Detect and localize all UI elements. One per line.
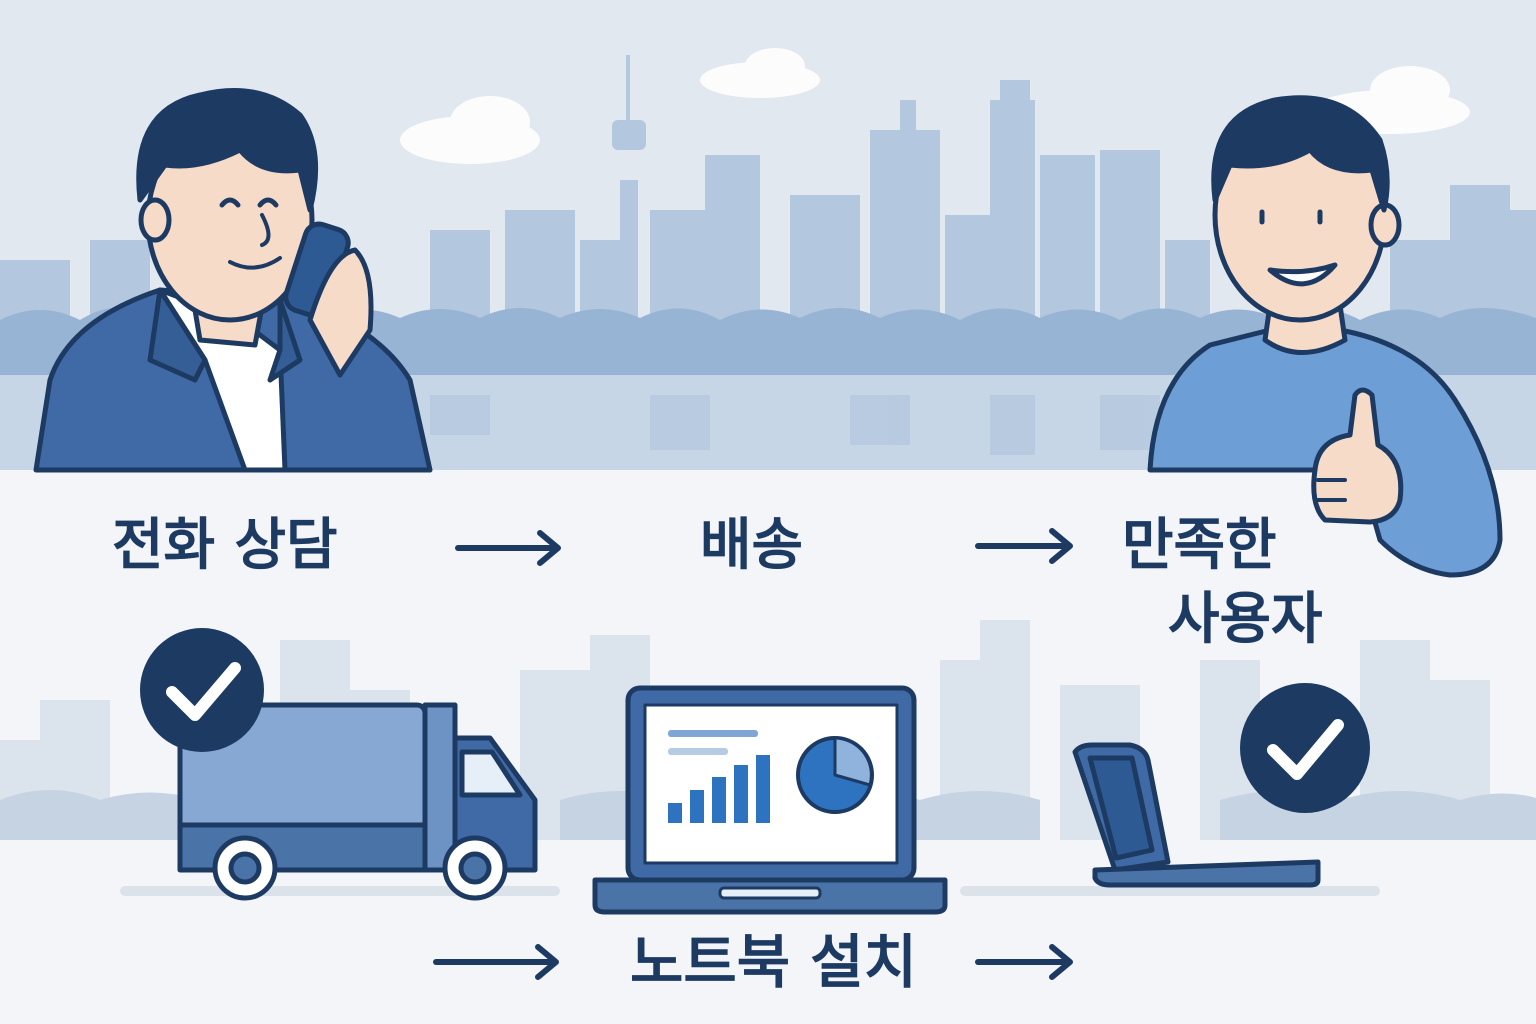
checkmark-icon [1240, 683, 1370, 813]
step-phone-consultation-label: 전화 상담 [112, 514, 338, 578]
checkmark-icon [140, 628, 264, 752]
step-delivery-label: 배송 [700, 514, 803, 578]
laptop-dashboard-icon [595, 688, 945, 912]
arrow-right-icon [436, 947, 556, 977]
step-satisfied-user-label-line1: 만족한 [1122, 514, 1277, 578]
step-laptop-installation-label: 노트북 설치 [630, 930, 917, 994]
step-satisfied-user-label-line2: 사용자 [1168, 588, 1323, 652]
arrow-right-icon [978, 947, 1070, 977]
arrow-right-icon [458, 533, 558, 563]
arrow-right-icon [978, 531, 1070, 561]
